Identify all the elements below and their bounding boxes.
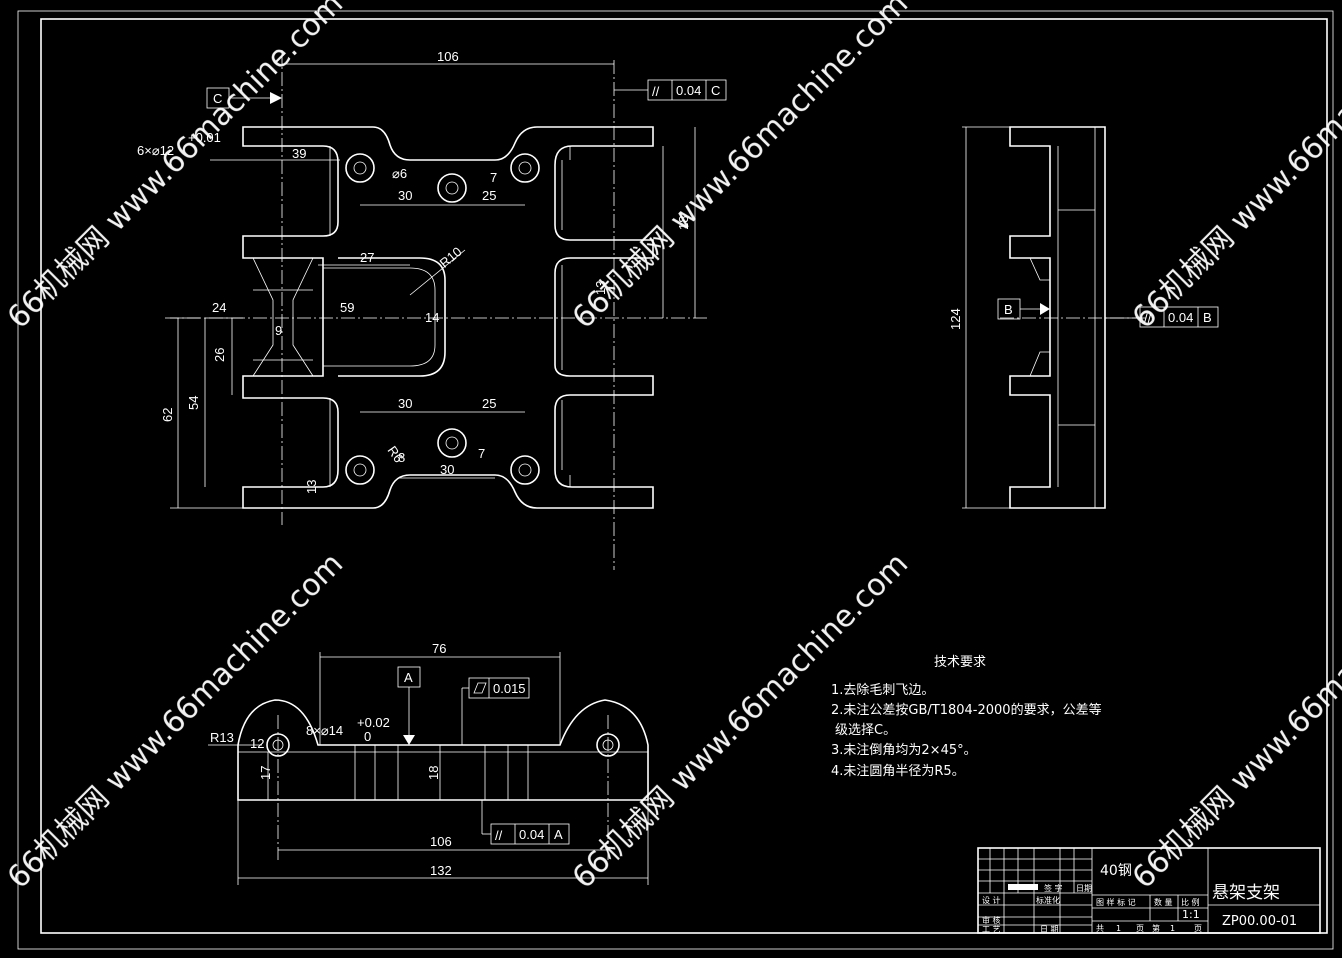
dim-25-a: 25	[482, 188, 496, 203]
dim-62: 62	[160, 408, 175, 422]
dim-30-c: 30	[440, 462, 454, 477]
top-outline	[242, 126, 654, 509]
left-neck	[252, 257, 314, 377]
svg-text:设 计: 设 计	[982, 895, 1001, 905]
svg-text:1: 1	[1116, 924, 1121, 933]
watermark-3: 66机械网 www.66machine.com	[1126, 0, 1342, 336]
front-outline	[237, 699, 649, 801]
svg-text:第: 第	[1152, 923, 1160, 933]
watermark-4: 66机械网 www.66machine.com	[1, 546, 350, 895]
svg-text://: //	[1144, 311, 1152, 326]
datum-b-label: B	[1004, 302, 1013, 317]
dim-r13: R13	[210, 730, 234, 745]
dim-13: 13	[304, 480, 319, 494]
datum-c-label: C	[213, 91, 222, 106]
svg-text:比 例: 比 例	[1181, 897, 1200, 907]
svg-text:C: C	[711, 83, 720, 98]
dim-7-a: 7	[490, 170, 497, 185]
svg-text://: //	[495, 828, 503, 843]
top-view: 106 30 25 7 39 6×⌀12 +0.01 ⌀6 27 R10 24 …	[137, 49, 727, 570]
dim-30-b: 30	[398, 396, 412, 411]
gdt-frame-c	[647, 79, 727, 101]
dim-9: 9	[275, 323, 282, 338]
dim-26: 26	[212, 348, 227, 362]
watermark-6: 66机械网 www.66machine.com	[1126, 546, 1342, 895]
dim-24: 24	[212, 300, 226, 315]
top-holes	[345, 153, 540, 485]
watermark-1: 66机械网 www.66machine.com	[1, 0, 350, 336]
dim-d6: ⌀6	[392, 166, 407, 181]
side-view: 124 B // 0.04 B	[948, 126, 1219, 509]
tech-item-1: 1.去除毛刺飞边。	[831, 683, 934, 698]
svg-text:标准化: 标准化	[1036, 895, 1060, 905]
svg-text:+0.01: +0.01	[188, 130, 221, 145]
watermark-5: 66机械网 www.66machine.com	[566, 546, 915, 895]
tech-title: 技术要求	[934, 655, 986, 670]
svg-text:页: 页	[1136, 924, 1144, 933]
svg-text:图 样 标 记: 图 样 标 记	[1096, 897, 1136, 907]
hole-spec-6x12: 6×⌀12	[137, 143, 174, 158]
svg-text:签 字: 签 字	[1044, 883, 1063, 893]
top-slot	[338, 257, 446, 377]
datum-a-label: A	[404, 670, 413, 685]
svg-text:1: 1	[1170, 924, 1175, 933]
tech-item-2: 2.未注公差按GB/T1804-2000的要求，公差等	[831, 702, 1102, 718]
dim-132: 132	[430, 863, 452, 878]
tech-item-2b: 级选择C。	[835, 723, 896, 738]
dim-76: 76	[432, 641, 446, 656]
svg-text:0.04: 0.04	[676, 83, 701, 98]
svg-text:0.04: 0.04	[519, 827, 544, 842]
tech-item-4: 4.未注圆角半径为R5。	[831, 764, 965, 779]
dim-13b: 13	[593, 281, 608, 295]
inner-frame	[40, 18, 1328, 934]
dim-27: 27	[360, 250, 374, 265]
dim-124: 124	[948, 308, 963, 330]
dim-59: 59	[340, 300, 354, 315]
svg-text:B: B	[1203, 310, 1212, 325]
part-name: 悬架支架	[1212, 883, 1280, 903]
dim-18: 18	[426, 766, 441, 780]
svg-text:日 期: 日 期	[1040, 925, 1059, 934]
front-view: 76 R13 12 8×⌀14 +0.02 0 17 18 106 132 A …	[208, 641, 649, 885]
watermarks: 66机械网 www.66machine.com 66机械网 www.66mach…	[1, 0, 1342, 896]
svg-text:0: 0	[364, 729, 371, 744]
svg-text:共: 共	[1096, 924, 1104, 933]
svg-text:A: A	[554, 827, 563, 842]
dim-34: 18	[676, 216, 691, 230]
title-block: 签 字 日期 设 计 标准化 审 核 工 艺 日 期 40钢 图 样 标 记 数…	[977, 847, 1321, 934]
dim-30-a: 30	[398, 188, 412, 203]
dim-17: 17	[258, 766, 273, 780]
scale-value: 1:1	[1182, 908, 1200, 921]
dim-39: 39	[292, 146, 306, 161]
svg-text:日期: 日期	[1076, 884, 1092, 893]
side-outline	[1009, 126, 1106, 509]
dim-54: 54	[186, 396, 201, 410]
top-slot-inner	[323, 267, 436, 367]
dim-25-b: 25	[482, 396, 496, 411]
svg-text:0.015: 0.015	[493, 681, 526, 696]
svg-text:数 量: 数 量	[1154, 897, 1173, 907]
svg-text:工 艺: 工 艺	[982, 925, 1001, 934]
material-label: 40钢	[1100, 863, 1132, 879]
right-rib-lines	[561, 146, 571, 487]
dim-8: 8	[398, 450, 405, 465]
gdt-frame-b	[1139, 306, 1219, 328]
dim-12: 12	[250, 736, 264, 751]
dim-106-top: 106	[437, 49, 459, 64]
dim-7-b: 7	[478, 446, 485, 461]
svg-text://: //	[652, 84, 660, 99]
dim-106: 106	[430, 834, 452, 849]
tech-requirements: 技术要求 1.去除毛刺飞边。 2.未注公差按GB/T1804-2000的要求，公…	[831, 655, 1102, 779]
svg-text:审 核: 审 核	[982, 915, 1001, 925]
drawing-number: ZP00.00-01	[1222, 914, 1297, 929]
svg-text:0.04: 0.04	[1168, 310, 1193, 325]
outer-frame	[17, 10, 1334, 950]
dim-14: 14	[425, 310, 439, 325]
hole-spec-8x14: 8×⌀14	[306, 723, 343, 738]
svg-text:页: 页	[1194, 924, 1202, 933]
tech-item-3: 3.未注倒角均为2×45°。	[831, 743, 977, 758]
watermark-2: 66机械网 www.66machine.com	[566, 0, 915, 336]
svg-text:+0.02: +0.02	[357, 715, 390, 730]
